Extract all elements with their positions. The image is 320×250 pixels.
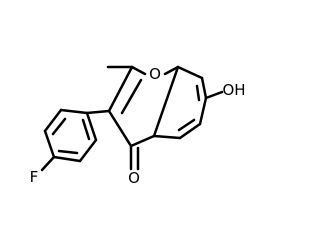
bond-c2-o1: [130, 65, 147, 76]
bond-aryl-2: [43, 108, 63, 133]
bond-c8a-c8: [176, 65, 204, 80]
benzo-ring: [152, 65, 224, 140]
bond-c8a-c4a: [152, 65, 180, 138]
bond-aryl-inner-3: [81, 118, 91, 141]
bond-aryl-inner-1: [51, 117, 67, 136]
bond-c4-c4a: [129, 134, 156, 148]
bond-c8-c7: [200, 76, 208, 100]
pyranone-ring: [107, 65, 180, 171]
bond-c3-aryl: [85, 109, 111, 115]
ring-oxygen-label: O: [149, 65, 161, 83]
hydroxyl-label: OH: [222, 81, 245, 99]
bond-aryl-1: [59, 108, 89, 115]
fluorine-label: F: [30, 168, 39, 186]
bond-c7-c6: [198, 96, 208, 126]
bond-aryl-f: [40, 155, 56, 172]
bond-aryl-5: [78, 138, 98, 163]
molecule-diagram: O OH O F: [30, 65, 246, 187]
bond-c8-c7-inner: [195, 84, 201, 102]
bond-c5-c4a: [152, 134, 182, 140]
bond-c3-c4: [107, 109, 133, 148]
bond-c2-c3-inner: [120, 78, 143, 115]
bond-c2-c3: [107, 65, 134, 113]
bond-o1-c8a: [163, 65, 180, 76]
bond-aryl-4: [52, 155, 82, 163]
fluorophenyl-ring: [40, 108, 111, 172]
bond-c6-c5-inner: [177, 118, 196, 132]
structure-canvas: O OH O F: [30, 65, 246, 187]
bond-aryl-inner-2: [57, 149, 79, 155]
carbonyl-oxygen-label: O: [128, 169, 140, 187]
bond-aryl-6: [85, 111, 98, 142]
bond-c7-oh: [204, 90, 224, 100]
bond-aryl-3: [43, 129, 56, 159]
bond-c6-c5: [178, 122, 202, 140]
